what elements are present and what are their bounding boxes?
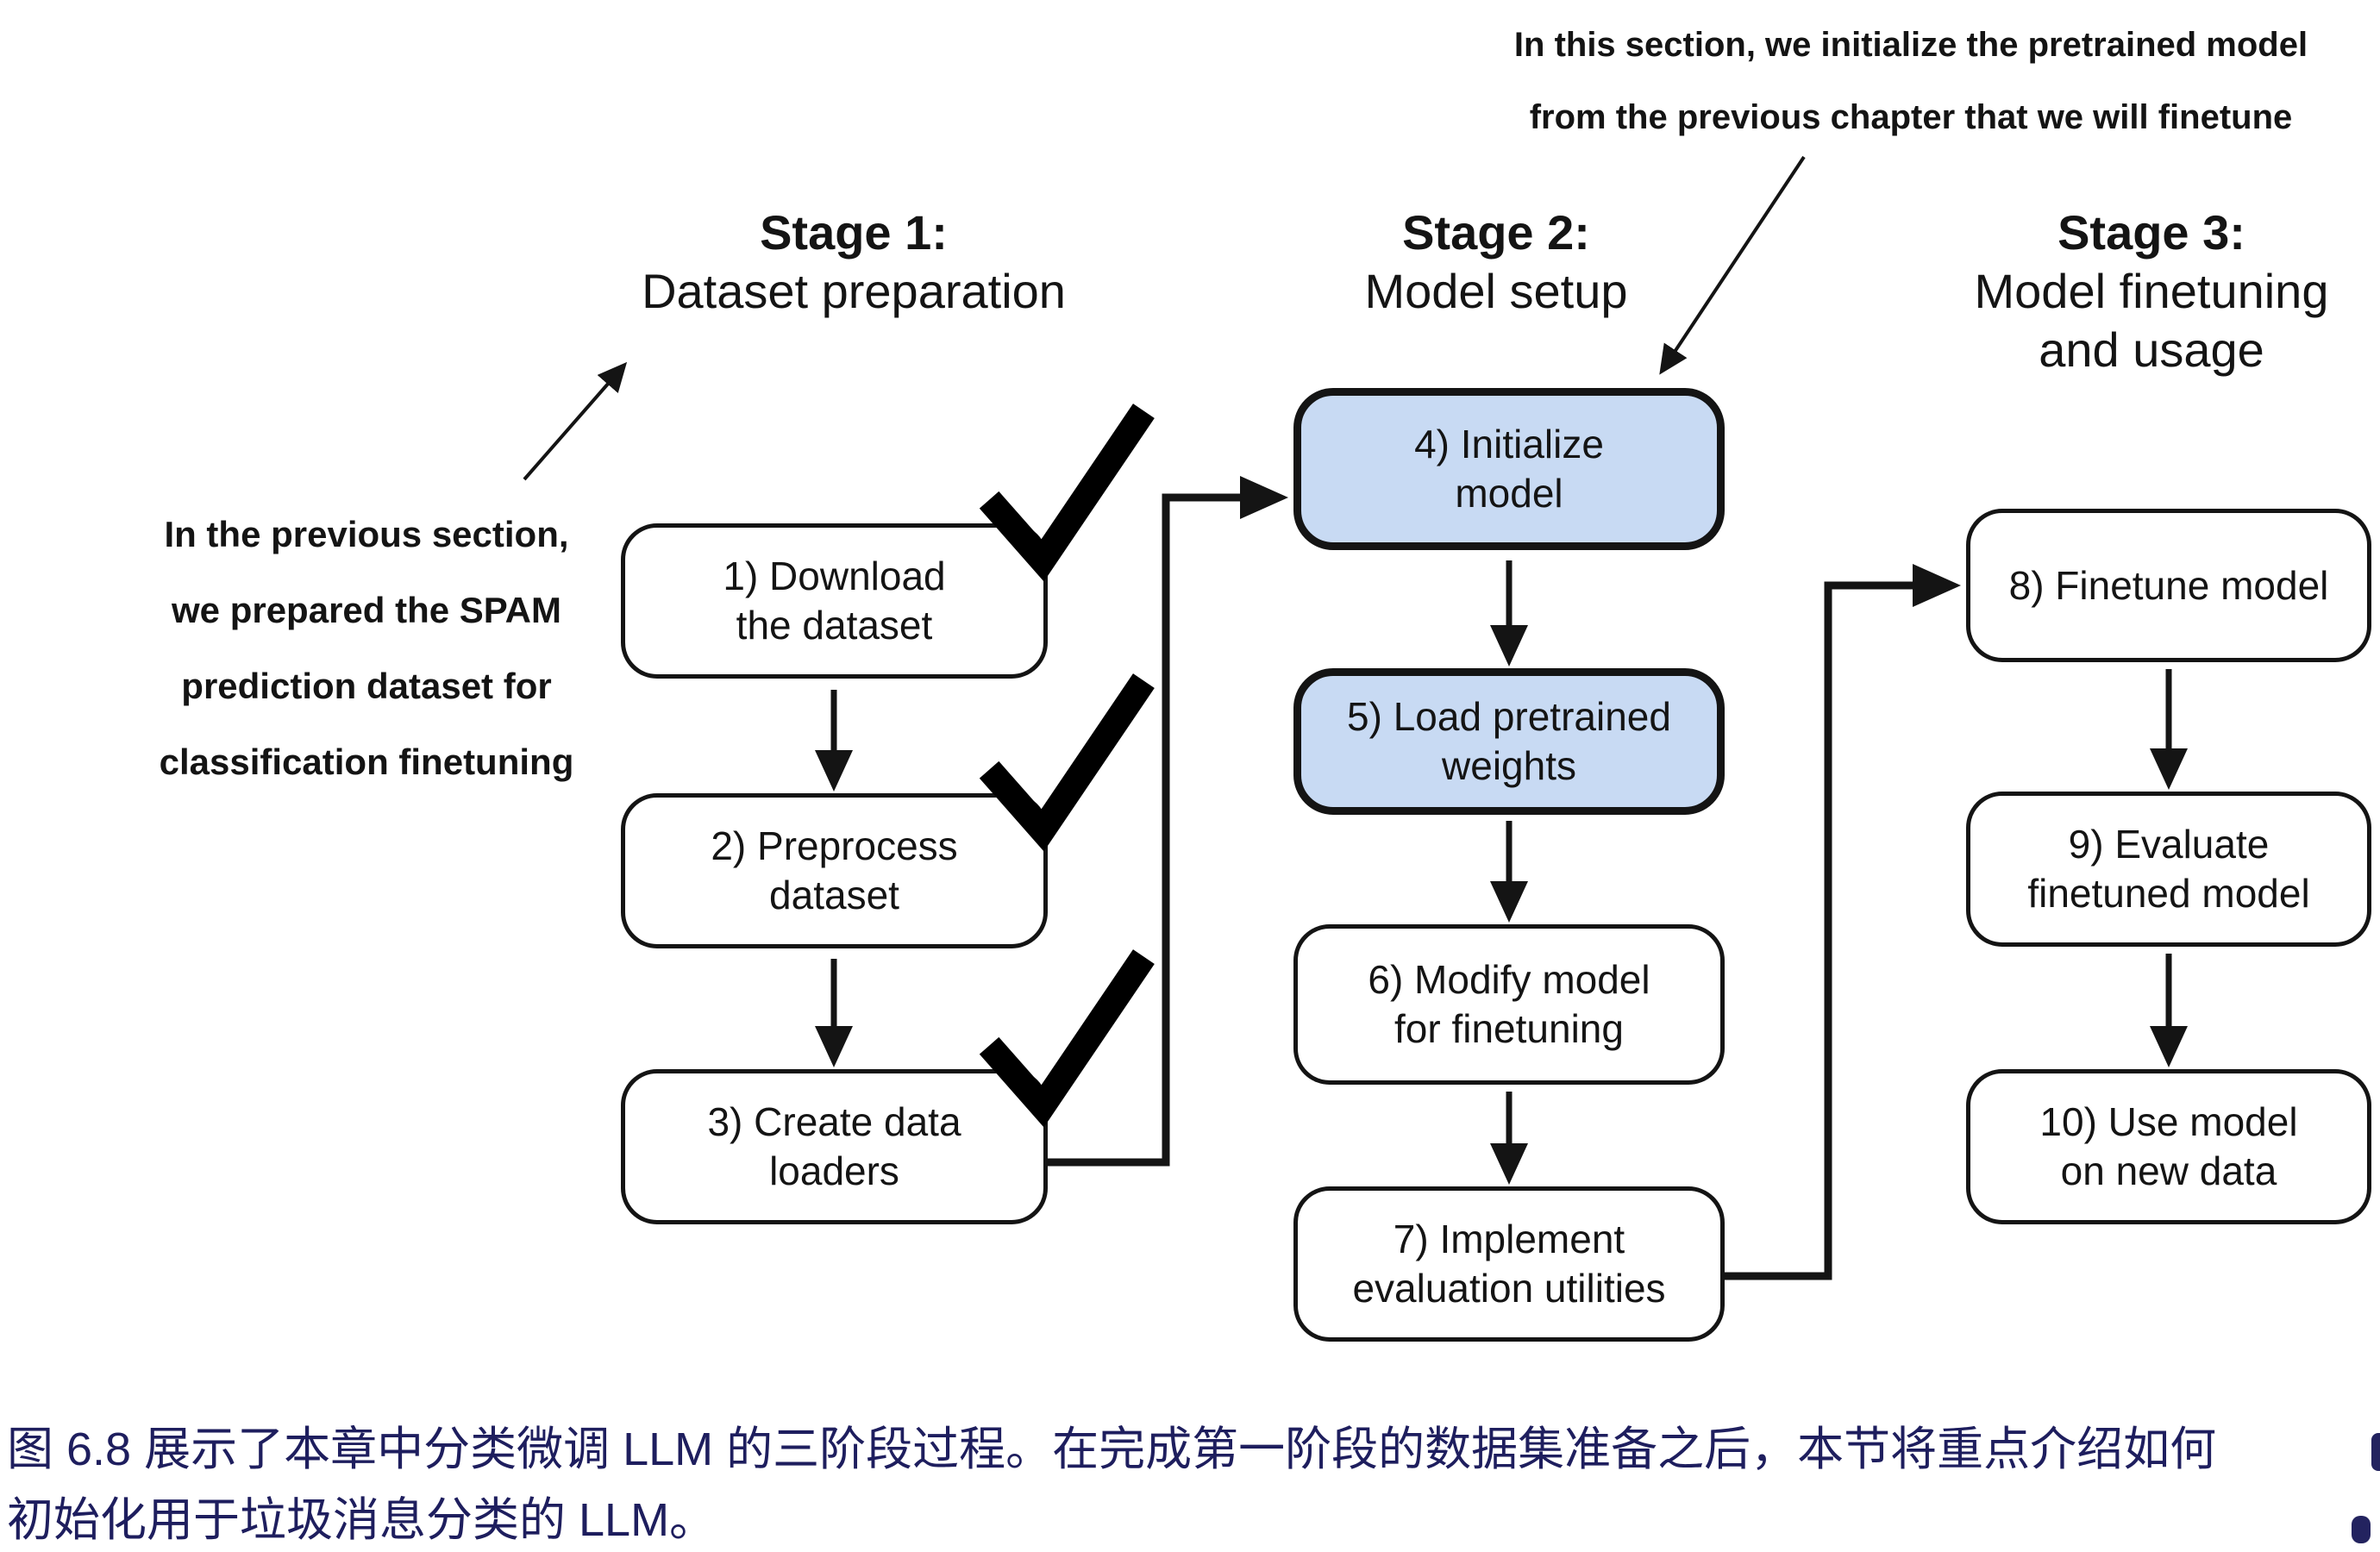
flow-box-9-evaluate-model: 9) Evaluate finetuned model — [1966, 792, 2371, 947]
flow-box-10-use-model: 10) Use model on new data — [1966, 1069, 2371, 1224]
left-annotation-line4: classification finetuning — [159, 742, 574, 782]
stage1-subtitle: Dataset preparation — [642, 264, 1066, 318]
flow-box-10-label: 10) Use model on new data — [2039, 1099, 2298, 1193]
stage3-title: Stage 3: — [2057, 205, 2245, 260]
flow-box-1-download-dataset: 1) Download the dataset — [621, 523, 1048, 679]
connector-box7-box8 — [1720, 564, 1961, 1280]
stage2-title: Stage 2: — [1402, 205, 1590, 260]
stage1-header: Stage 1: Dataset preparation — [509, 203, 1199, 321]
figure-caption: 图 6.8 展示了本章中分类微调 LLM 的三阶段过程。在完成第一阶段的数据集准… — [7, 1414, 2378, 1552]
flow-box-7-label: 7) Implement evaluation utilities — [1352, 1217, 1666, 1311]
top-annotation: In this section, we initialize the pretr… — [1437, 9, 2380, 153]
flow-box-8-label: 8) Finetune model — [2008, 562, 2329, 608]
top-annotation-line1: In this section, we initialize the pretr… — [1513, 26, 2308, 64]
flow-box-3-label: 3) Create data loaders — [707, 1099, 961, 1193]
left-annotation-line3: prediction dataset for — [181, 666, 552, 706]
stage2-subtitle: Model setup — [1364, 264, 1628, 318]
flow-box-5-label: 5) Load pretrained weights — [1347, 694, 1671, 788]
stage1-title: Stage 1: — [760, 205, 948, 260]
flow-box-9-label: 9) Evaluate finetuned model — [2027, 822, 2310, 916]
flow-box-5-load-pretrained-weights: 5) Load pretrained weights — [1293, 668, 1725, 815]
left-annotation-line1: In the previous section, — [164, 514, 569, 554]
flow-box-8-finetune-model: 8) Finetune model — [1966, 509, 2371, 662]
left-annotation-arrow — [523, 361, 628, 481]
flow-box-4-label: 4) Initialize model — [1414, 422, 1604, 516]
connector-box3-box4 — [1048, 476, 1288, 1167]
flow-box-3-create-data-loaders: 3) Create data loaders — [621, 1069, 1048, 1224]
flow-box-1-label: 1) Download the dataset — [723, 554, 946, 648]
stage3-header: Stage 3: Model finetuning and usage — [1867, 203, 2380, 379]
flow-box-6-modify-model: 6) Modify model for finetuning — [1293, 924, 1725, 1085]
right-edge-mark — [2371, 1433, 2380, 1471]
bottom-right-mark — [2352, 1516, 2371, 1543]
stage3-subtitle: Model finetuning and usage — [1974, 264, 2329, 377]
figure-caption-line1: 图 6.8 展示了本章中分类微调 LLM 的三阶段过程。在完成第一阶段的数据集准… — [7, 1424, 2217, 1475]
flow-box-2-label: 2) Preprocess dataset — [711, 823, 958, 917]
flow-box-7-implement-evaluation: 7) Implement evaluation utilities — [1293, 1186, 1725, 1342]
flow-box-4-initialize-model: 4) Initialize model — [1293, 388, 1725, 550]
flow-box-6-label: 6) Modify model for finetuning — [1368, 957, 1650, 1051]
flow-box-2-preprocess-dataset: 2) Preprocess dataset — [621, 793, 1048, 948]
stage2-header: Stage 2: Model setup — [1151, 203, 1841, 321]
top-annotation-line2: from the previous chapter that we will f… — [1529, 98, 2293, 136]
left-annotation-line2: we prepared the SPAM — [172, 590, 561, 630]
left-annotation: In the previous section, we prepared the… — [103, 497, 629, 800]
figure-caption-line2: 初始化用于垃圾消息分类的 LLM。 — [7, 1494, 717, 1546]
